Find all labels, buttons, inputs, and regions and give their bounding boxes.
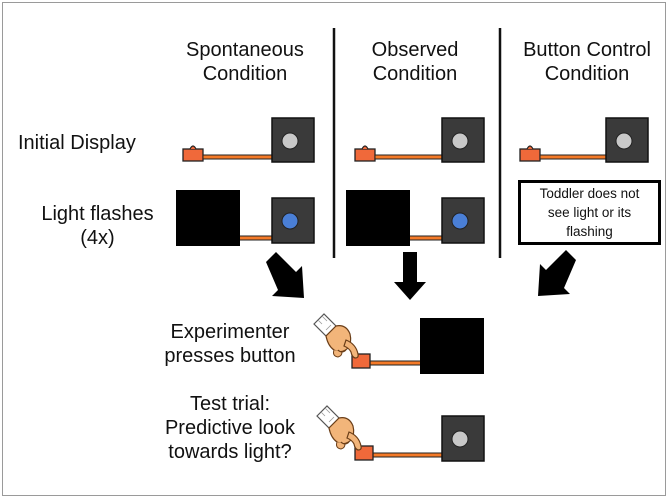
wire [539,154,607,160]
step-label-experimenter: Experimenter presses button [150,320,310,368]
pointing-hand-icon [313,313,359,359]
occluder [346,190,410,246]
header-spontaneous-line2: Condition [202,63,288,85]
down-arrow-icon [538,250,576,296]
step-label-test-line2: Predictive look [164,417,296,439]
light-off-icon [615,132,633,150]
button-icon [519,148,541,162]
wire [369,360,423,366]
step-label-experimenter-line2: presses button [164,345,296,367]
apparatus-control-initial [519,117,649,163]
light-off-icon [281,132,299,150]
light-on-icon [451,212,469,230]
step-label-experimenter-line1: Experimenter [170,321,290,343]
control-note-text: Toddler does not see light or its flashi… [539,186,640,239]
figure-frame [2,2,666,496]
row-label-light-flashes-line2: (4x) [80,227,115,249]
button-icon [182,148,204,162]
pointing-hand-icon [316,405,362,451]
occluder [176,190,240,246]
apparatus-observed-initial [354,117,485,163]
apparatus-test-trial [316,405,485,462]
step-label-test-line3: towards light? [168,441,292,463]
row-label-initial-display: Initial Display [18,132,136,154]
apparatus-spontaneous-initial [182,117,315,163]
button-icon [354,148,376,162]
header-button-control: Button Control Condition [507,38,667,86]
control-note-box: Toddler does not see light or its flashi… [518,180,661,245]
row-label-light-flashes: Light flashes (4x) [25,202,170,250]
apparatus-spontaneous-flash [176,190,315,246]
light-off-icon [451,430,469,448]
header-observed-line2: Condition [372,63,458,85]
header-spontaneous-line1: Spontaneous [186,39,304,61]
apparatus-experimenter-press [313,313,484,374]
light-off-icon [451,132,469,150]
apparatus-observed-flash [346,190,485,246]
header-spontaneous: Spontaneous Condition [160,38,330,86]
wire [237,235,273,241]
wire [374,154,443,160]
header-button-control-line1: Button Control [523,39,651,61]
wire [372,452,443,458]
row-label-light-flashes-line1: Light flashes [41,203,154,225]
light-on-icon [281,212,299,230]
header-observed: Observed Condition [340,38,490,86]
wire [202,154,273,160]
wire [407,235,443,241]
occluder [420,318,484,374]
down-arrow-icon [394,252,426,300]
header-button-control-line2: Condition [544,63,630,85]
down-arrow-icon [266,252,304,298]
header-observed-line1: Observed [371,39,459,61]
step-label-test-trial: Test trial: Predictive look towards ligh… [150,392,310,464]
step-label-test-line1: Test trial: [189,393,271,415]
